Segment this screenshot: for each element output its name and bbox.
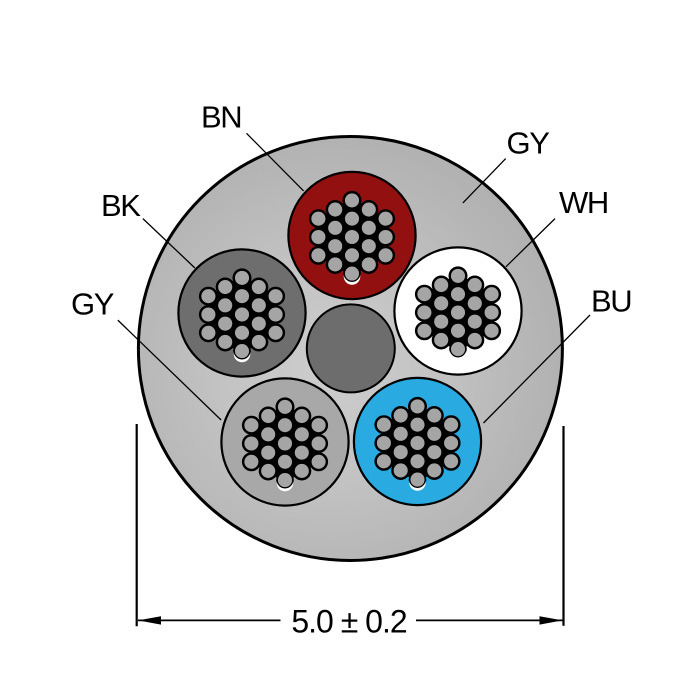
svg-text:BN: BN	[201, 99, 241, 134]
svg-text:5.0 ± 0.2: 5.0 ± 0.2	[291, 603, 407, 639]
svg-text:GY: GY	[71, 287, 114, 322]
svg-text:WH: WH	[559, 185, 608, 220]
svg-text:BU: BU	[591, 284, 631, 319]
svg-text:BK: BK	[101, 188, 141, 223]
svg-text:GY: GY	[507, 126, 550, 161]
